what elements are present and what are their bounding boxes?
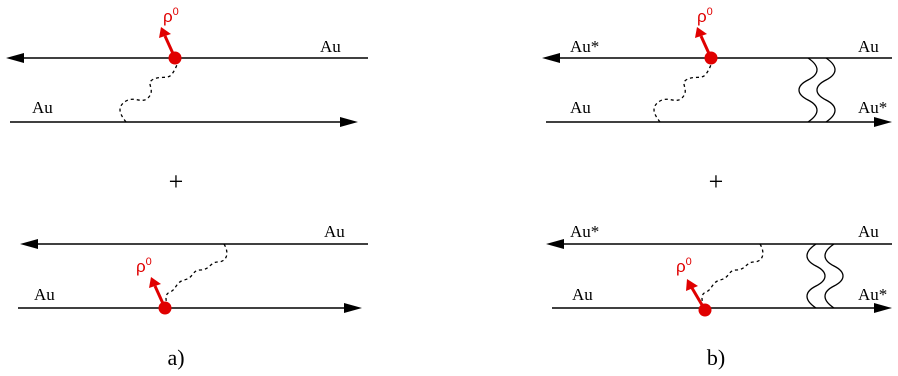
beam-arrow-left-icon xyxy=(542,53,560,63)
plus-sign: + xyxy=(709,167,724,196)
rho-meson-arrow xyxy=(163,35,177,59)
label-au-excited: Au* xyxy=(858,98,887,117)
label-au-excited: Au* xyxy=(570,37,599,56)
label-au: Au xyxy=(570,98,591,117)
rho-arrowhead-icon xyxy=(686,279,698,291)
beam-arrow-right-icon xyxy=(874,117,892,127)
beam-arrow-left-icon xyxy=(546,239,564,249)
rho-arrowhead-icon xyxy=(159,27,171,38)
caption-b: b) xyxy=(707,345,725,370)
gluon-exchange-line xyxy=(816,57,836,123)
label-au: Au xyxy=(32,98,53,117)
label-rho0: ρ0 xyxy=(676,256,692,276)
panel-a-bottom-diagram: Au Au ρ0 xyxy=(18,222,368,315)
photon-wavy-line xyxy=(119,59,183,123)
beam-arrow-right-icon xyxy=(874,303,892,313)
photon-wavy-line xyxy=(653,59,717,123)
label-au: Au xyxy=(858,222,879,241)
label-au-excited: Au* xyxy=(858,285,887,304)
label-au: Au xyxy=(324,222,345,241)
gluon-exchange-line xyxy=(798,57,818,123)
beam-arrow-left-icon xyxy=(20,239,38,249)
rho-meson-arrow xyxy=(153,285,167,309)
plus-sign: + xyxy=(169,167,184,196)
label-au: Au xyxy=(858,37,879,56)
photon-wavy-line xyxy=(701,243,764,307)
label-au: Au xyxy=(320,37,341,56)
label-rho0: ρ0 xyxy=(163,6,179,26)
caption-a: a) xyxy=(167,345,184,370)
rho-arrowhead-icon xyxy=(695,27,707,38)
rho-arrowhead-icon xyxy=(149,277,161,288)
label-au: Au xyxy=(572,285,593,304)
panel-b-top-diagram: Au* Au Au Au* ρ0 xyxy=(542,6,892,127)
gluon-exchange-line xyxy=(824,243,844,309)
panel-b-bottom-diagram: Au* Au Au Au* ρ0 xyxy=(546,222,892,317)
panel-a-top-diagram: Au Au ρ0 xyxy=(6,6,368,127)
rho-meson-arrow xyxy=(690,287,707,311)
label-au: Au xyxy=(34,285,55,304)
beam-arrow-right-icon xyxy=(344,303,362,313)
label-rho0: ρ0 xyxy=(136,256,152,276)
label-au-excited: Au* xyxy=(570,222,599,241)
photon-wavy-line xyxy=(165,243,228,307)
label-rho0: ρ0 xyxy=(697,6,713,26)
beam-arrow-left-icon xyxy=(6,53,24,63)
beam-arrow-right-icon xyxy=(340,117,358,127)
gluon-exchange-line xyxy=(806,243,826,309)
rho-meson-arrow xyxy=(699,35,713,59)
